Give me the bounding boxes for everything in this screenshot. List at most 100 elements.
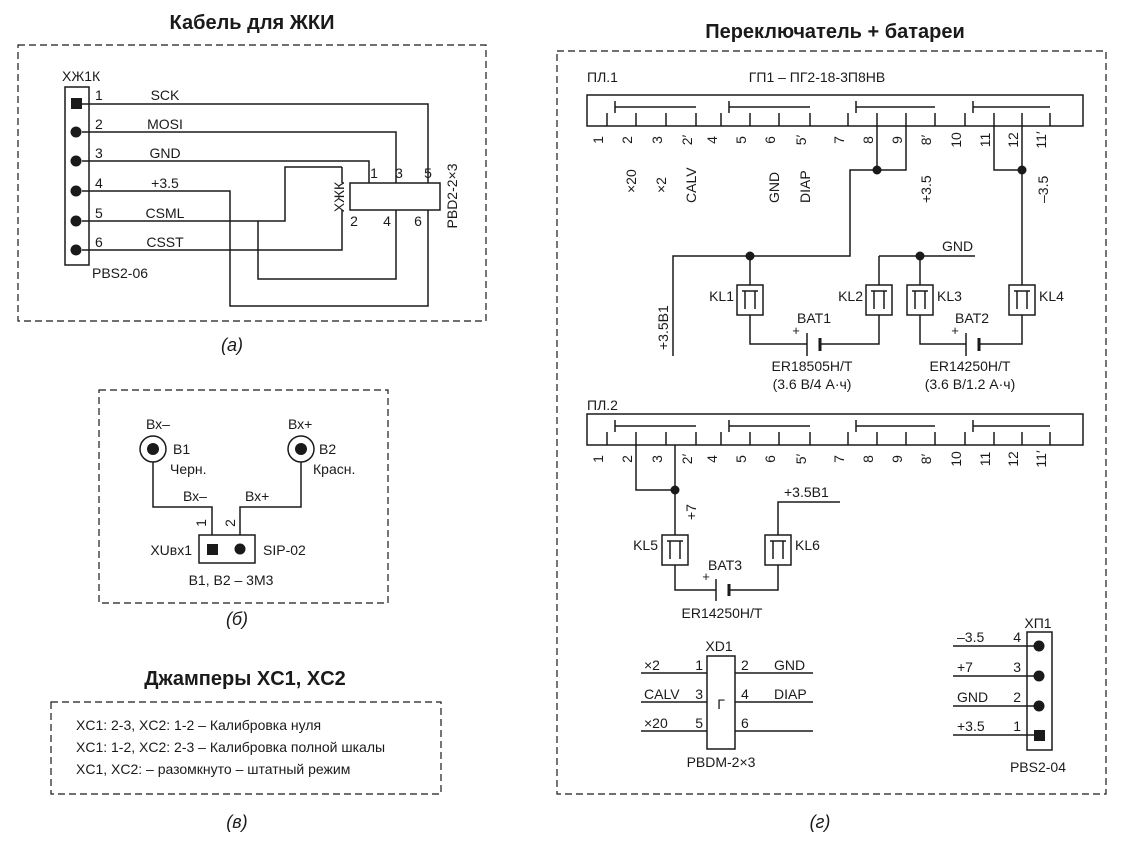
switch-contact-number: 12	[1005, 132, 1021, 148]
switch-contact-number: 7	[831, 455, 847, 463]
kl5-contact	[661, 534, 689, 566]
bat2-spec: (3.6 В/1.2 А·ч)	[925, 376, 1016, 392]
wire-bat2-left	[919, 315, 966, 345]
wire-b1	[152, 462, 213, 535]
net-plus35b1-left: +3.5B1	[655, 305, 671, 350]
switch-contact-number: 8′	[918, 134, 934, 145]
switch-contact-number: 8′	[918, 453, 934, 464]
b1-socket-center	[147, 443, 159, 455]
wire-plus35	[82, 190, 429, 307]
wire-bat3-left	[674, 565, 716, 591]
wire-plus35b1-left	[672, 255, 750, 356]
switch-contact-number: 8	[860, 136, 876, 144]
xp1-pin2-dot	[1033, 700, 1045, 712]
xp1-num: 1	[1013, 718, 1021, 734]
wire-bat2-right	[979, 315, 1023, 345]
xp1-signal: +7	[957, 659, 973, 675]
lcd-pin-signal: CSML	[146, 205, 185, 221]
deck2-label-plus7: +7	[683, 504, 699, 520]
xd1-right-num: 4	[741, 686, 749, 702]
switch-contact-number: 4	[704, 455, 720, 463]
deck1-label-minus35: –3.5	[1035, 176, 1051, 203]
switch-contact-number: 2	[619, 136, 635, 144]
deck1-label-plus35: +3.5	[918, 175, 934, 203]
socket-top-pin: 1	[370, 165, 378, 181]
bat3-type: ER14250H/T	[682, 605, 763, 621]
switch-frame	[556, 50, 1107, 795]
bat1-plus: +	[792, 323, 800, 338]
inputs-diagram: Вх– Вх+ В1 Черн. В2 Красн. Вх– Вх+ 1 2 X…	[139, 416, 355, 588]
wire-bat1-right	[820, 315, 880, 345]
xp1-type: PBS2-04	[1010, 759, 1066, 775]
caption-g: (г)	[810, 812, 831, 832]
xp1-pin3-dot	[1033, 670, 1045, 682]
pbs2-06-connector	[64, 86, 90, 266]
lcd-cable-frame	[17, 44, 487, 322]
rotor-marker	[728, 101, 810, 113]
lcd-pin-num: 6	[95, 234, 103, 250]
xd1-left-signal: ×20	[644, 715, 668, 731]
xd1-left-num: 3	[695, 686, 703, 702]
bat1-type: ER18505H/T	[772, 358, 853, 374]
wire-csml	[82, 166, 342, 222]
xd1-left-signal: CALV	[644, 686, 680, 702]
rotor-marker	[855, 420, 935, 432]
lcd-pin-6-dot	[70, 244, 82, 256]
deck2-label: ПЛ.2	[587, 397, 618, 413]
xp1-num: 4	[1013, 629, 1021, 645]
lead-c9	[877, 126, 907, 171]
xp1-signal: –3.5	[957, 629, 984, 645]
switch-contact-number: 1	[590, 136, 606, 144]
socket-top-pin: 3	[395, 165, 403, 181]
switch-contact-number: 2	[619, 455, 635, 463]
switch-contact-number: 6	[762, 455, 778, 463]
kl3-contact	[906, 284, 934, 316]
net-plus35b1-right: +3.5B1	[784, 484, 829, 500]
xd1-left-num: 1	[695, 657, 703, 673]
switch-contact-number: 1	[590, 455, 606, 463]
wire-sck	[82, 103, 429, 183]
switch-contact-number: 8	[860, 455, 876, 463]
jumpers-list: XC1: 2-3, XC2: 1-2 – Калибровка нуля XC1…	[76, 717, 385, 777]
switch-contact-number: 10	[948, 451, 964, 467]
lcd-pin-2-dot	[70, 126, 82, 138]
xu-pin2-num: 2	[222, 519, 238, 527]
switch-contact-number: 5	[733, 455, 749, 463]
switch-contact-number: 7	[831, 136, 847, 144]
switch-contact-number: 11′	[1033, 131, 1049, 149]
bat2-type: ER14250H/T	[930, 358, 1011, 374]
lcd-cable-diagram: ХЖ1К PBS2-06 1 SCK 2 MOSI 3 GND 4 +3.5 5…	[62, 68, 460, 307]
deck1-label-calv: CALV	[683, 167, 699, 203]
jumper-line: XC1: 1-2, XC2: 2-3 – Калибровка полной ш…	[76, 739, 385, 755]
wire-plus35b1-right	[777, 501, 840, 535]
socket-top-pin: 5	[424, 165, 432, 181]
lcd-pin-num: 3	[95, 145, 103, 161]
switch-contact-number: 5	[733, 136, 749, 144]
kl2-label: KL2	[838, 288, 863, 304]
deck1-label-x2: ×2	[653, 177, 669, 193]
xd1-left-signal: ×2	[644, 657, 660, 673]
kl1-label: KL1	[709, 288, 734, 304]
rotor-marker	[972, 101, 1050, 113]
deck1-label-x20: ×20	[623, 169, 639, 193]
xu-pin2-dot	[234, 543, 246, 555]
xp1-signal: GND	[957, 689, 988, 705]
bat3-plus: +	[702, 569, 710, 584]
lcd-pin-signal: GND	[149, 145, 180, 161]
wire-c8-to-kl1	[750, 169, 877, 257]
rotor-marker	[614, 420, 696, 432]
lcd-pin-1-square	[71, 98, 82, 109]
socket-bottom-pin: 4	[383, 213, 391, 229]
xp1-pin4-dot	[1033, 640, 1045, 652]
xu-connector-ref: XUвх1	[150, 542, 192, 558]
lcd-pin-signal: MOSI	[147, 116, 183, 132]
xu-pin1-num: 1	[193, 519, 209, 527]
deck1-rail	[586, 94, 1084, 127]
xd1-symbol: Г	[717, 696, 725, 712]
kl6-contact	[764, 534, 792, 566]
switch-contact-number: 3	[649, 136, 665, 144]
b2-ref: В2	[319, 441, 336, 457]
lcd-connector-type: PBS2-06	[92, 265, 148, 281]
